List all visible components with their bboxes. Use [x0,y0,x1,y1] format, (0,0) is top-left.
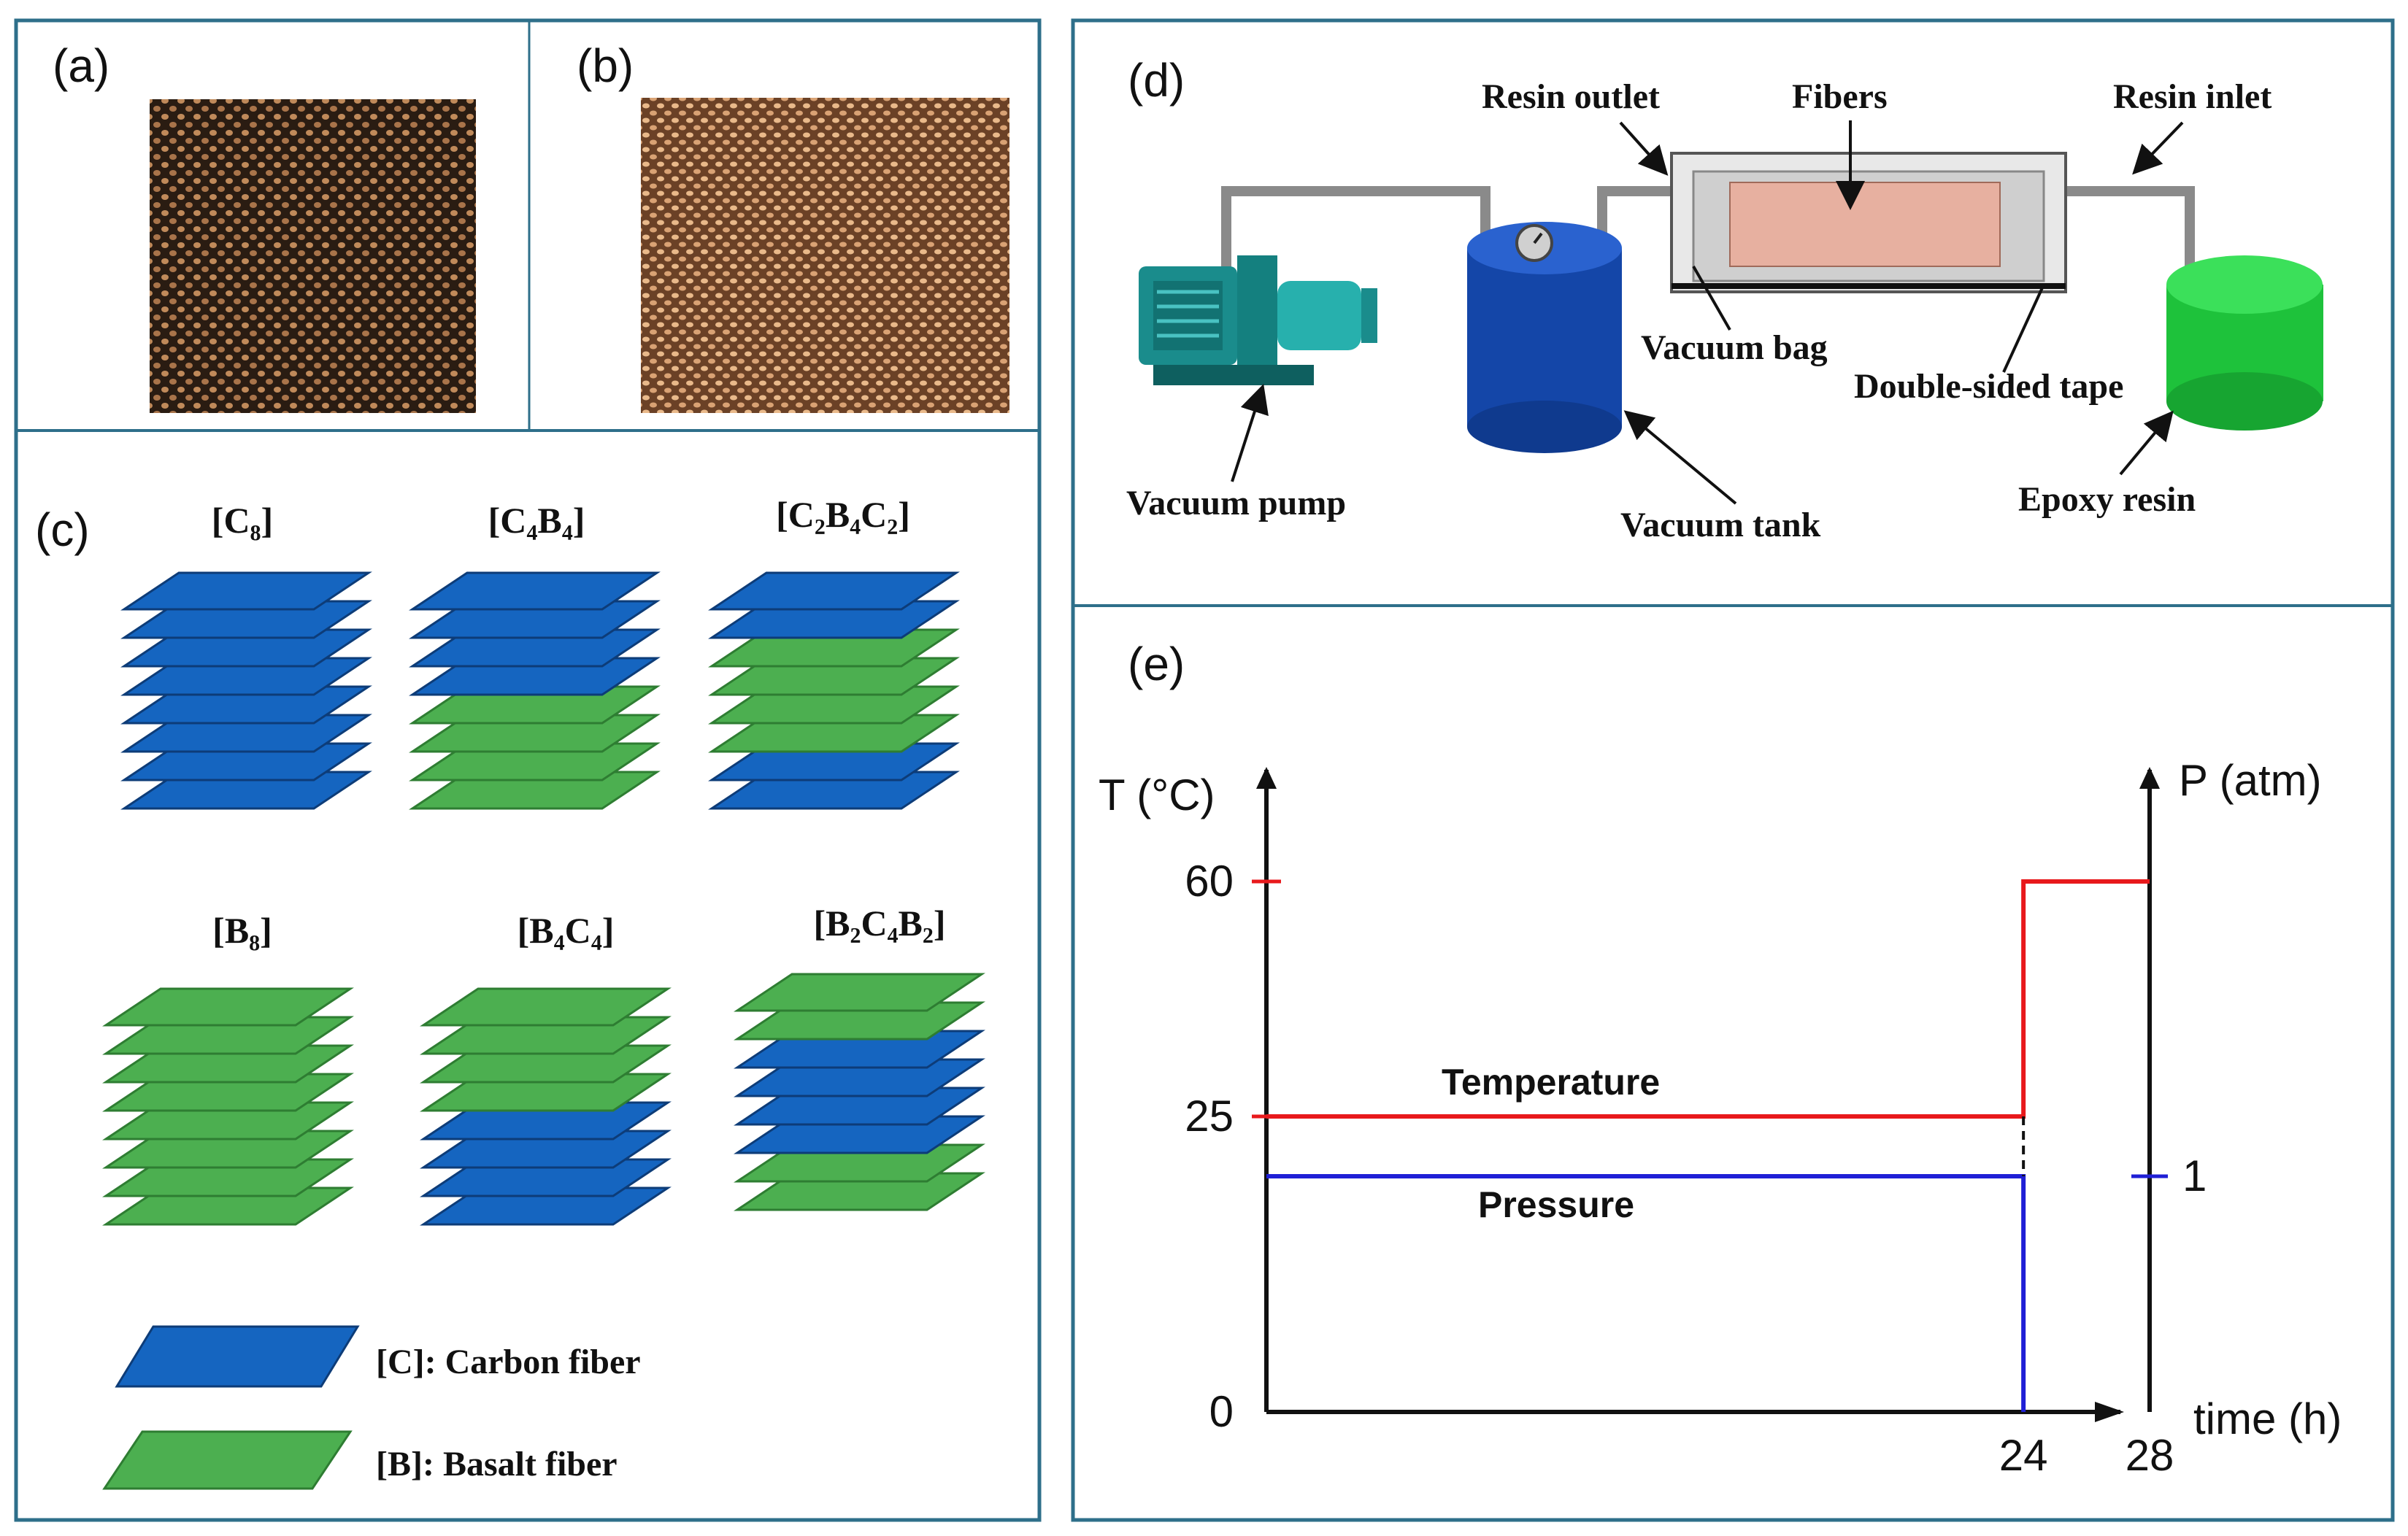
stack-5 [420,987,672,1226]
label-resin-outlet: Resin outlet [1482,77,1660,116]
basalt-fabric-image [641,98,1009,413]
label-vacuum-pump: Vacuum pump [1126,484,1346,522]
y-right-axis-arrow [2139,767,2160,789]
label-double-sided-tape: Double-sided tape [1854,367,2123,406]
legend-carbon-swatch [115,1325,360,1388]
stack-1-layer-1 [120,571,372,611]
series-pressure-line [1266,1174,2026,1412]
fibers-block [1729,182,2001,267]
legend-basalt-swatch [102,1430,353,1490]
x-axis-arrow [2095,1402,2124,1422]
stack-6-layer-1 [734,973,985,1012]
legend-carbon-label: [C]: Carbon fiber [376,1343,641,1381]
epoxy-resin-container-icon [2166,255,2323,431]
x-axis-label: time (h) [2193,1394,2342,1443]
stack-4-layer-1 [102,987,354,1027]
stack-3 [708,571,960,810]
stack-2-layer-1 [409,571,661,611]
stack-label-5: [B₄C₄] [518,910,615,951]
stack-label-6: [B₂C₄B₂] [813,903,945,943]
panel-e-label: (e) [1128,638,1185,690]
panel-b-label: (b) [577,39,634,92]
y-right-axis-label: P (atm) [2179,756,2322,805]
label-vacuum-bag: Vacuum bag [1641,328,1828,367]
right-panel-frame [1071,18,2395,1522]
panel-c-label: (c) [35,503,90,556]
stack-label-1: [C₈] [212,500,273,541]
y-left-tick-25: 25 [1185,1092,1234,1141]
label-fibers: Fibers [1792,77,1888,116]
stack-6 [734,973,985,1211]
cure-cycle-chart: T (°C) P (atm) time (h) 0 25 60 1 24 28 Temperatu… [1099,756,2342,1480]
laminate-stacks [102,571,985,1226]
panel-d-label: (d) [1128,54,1185,107]
stack-2 [409,571,661,810]
stack-5-layer-1 [420,987,672,1027]
series-temperature-label: Temperature [1442,1062,1660,1103]
series-pressure-label: Pressure [1478,1184,1634,1225]
y-left-tick-60: 60 [1185,857,1234,906]
carbon-fabric-image [150,99,476,413]
legend-basalt-label: [B]: Basalt fiber [376,1445,618,1483]
y-left-tick-0: 0 [1209,1387,1234,1436]
vacuum-tank-icon [1467,222,1622,453]
x-tick-28: 28 [2126,1431,2174,1480]
mold-assembly [1670,152,2067,293]
y-left-axis-label: T (°C) [1099,771,1215,819]
left-panel-frame [14,18,1042,1522]
series-temperature-line [1266,879,2150,1119]
y-left-axis-arrow [1256,767,1277,789]
label-epoxy-resin: Epoxy resin [2018,480,2196,519]
stack-4 [102,987,354,1226]
label-vacuum-tank: Vacuum tank [1620,506,1821,544]
panel-a-label: (a) [53,39,109,92]
leader-lines [1231,120,2184,505]
vacuum-pump-icon [1139,255,1377,385]
stack-1 [120,571,372,810]
stack-label-2: [C₄B₄] [488,500,585,541]
y-right-tick-1: 1 [2182,1151,2207,1200]
stack-3-layer-1 [708,571,960,611]
pipe-pump-tank [1221,186,1490,306]
x-tick-24: 24 [1999,1431,2048,1480]
label-resin-inlet: Resin inlet [2113,77,2272,116]
stack-label-3: [C₂B₄C₂] [776,494,910,535]
stack-label-4: [B₈] [212,910,272,951]
